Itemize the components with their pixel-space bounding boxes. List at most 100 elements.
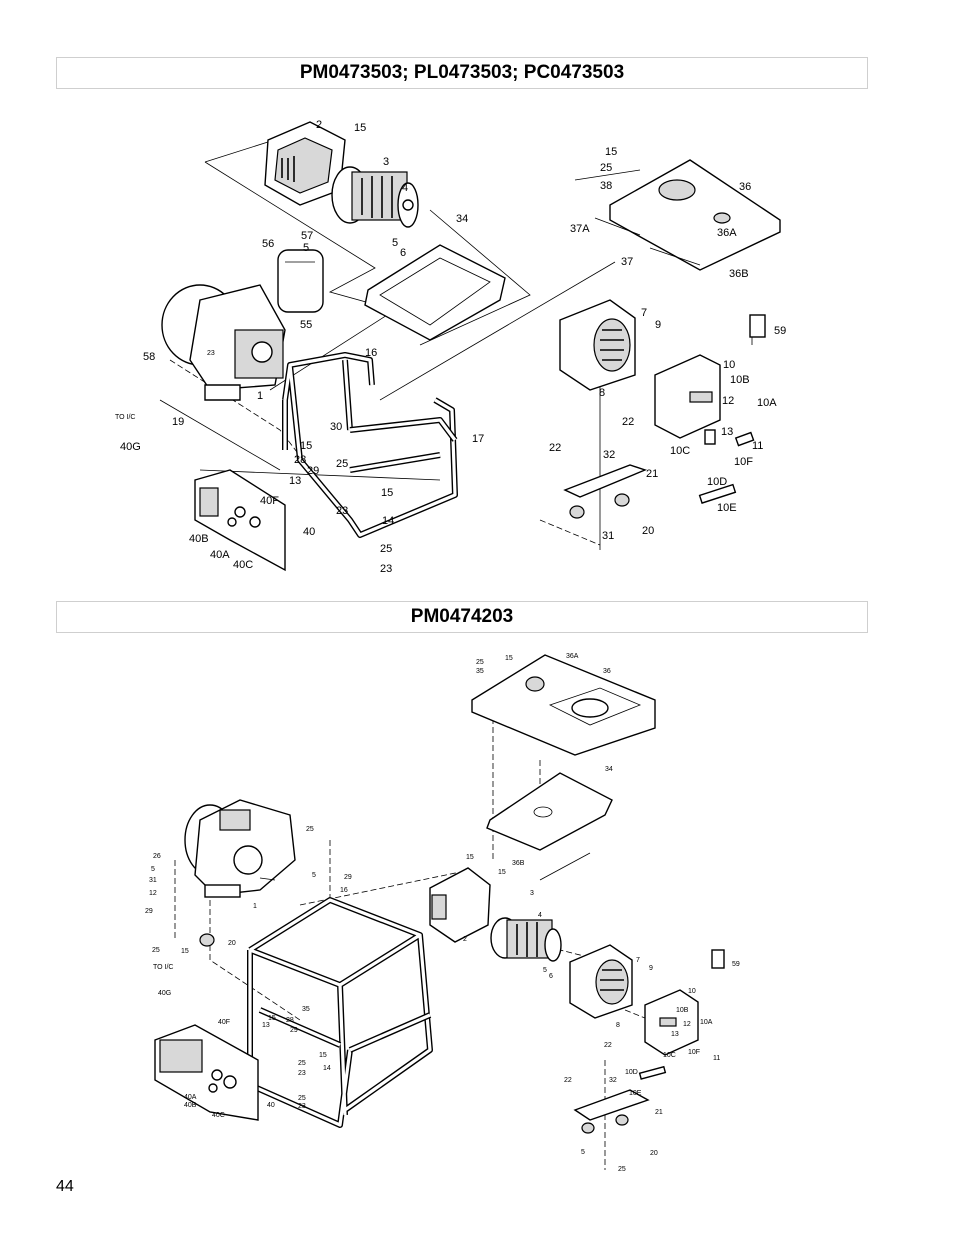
part-label: 23 [380,563,392,575]
part-label: 11 [752,440,763,452]
part-label: 1 [257,390,263,402]
part-labels-1: 2 15 3 4 5 6 34 57 56 5 55 58 23 1 16 19… [115,119,786,575]
stator-housing-part-7 [569,944,633,1019]
part-label: 59 [774,325,786,337]
part-label: 35 [476,668,484,675]
part-label: 15 [605,146,617,158]
part-label: 31 [149,877,157,884]
part-label: 34 [605,766,613,773]
part-label: 32 [609,1077,617,1084]
part-label: 32 [603,449,615,461]
part-label: 55 [300,319,312,331]
part-label: 31 [602,530,614,542]
control-panel-part-40 [194,469,286,572]
frame-part-16 [247,897,433,1128]
part-label: 21 [646,468,658,480]
part-label: 20 [650,1150,658,1157]
part-label: 30 [330,421,342,433]
part-label: 29 [344,874,352,881]
part-label: 40B [189,533,209,545]
part-label: 6 [400,247,406,259]
part-label: 38 [600,180,612,192]
part-label: 15 [466,854,474,861]
part-label: 10 [688,988,696,995]
part-label: 10C [670,445,690,457]
fan-housing-part-2 [264,121,346,206]
part-label: 15 [381,487,393,499]
part-label: 28 [294,454,306,466]
part-label: 5 [581,1149,585,1156]
part-label: 29 [290,1027,298,1034]
part-label: 40F [218,1019,230,1026]
part-label: 10A [757,397,777,409]
part-label: TO I/C [153,964,173,971]
part-label: 23 [336,505,348,517]
part-label: 26 [153,853,161,860]
part-label: 15 [319,1052,327,1059]
part-label: 36 [603,668,611,675]
part-label: 37A [570,223,590,235]
part-label: 15 [354,122,366,134]
part-label: 34 [456,213,468,225]
part-label: 37 [621,256,633,268]
part-label: 5 [151,866,155,873]
part-labels-2: 25 35 15 36A 36 34 25 26 5 31 12 29 5 29… [145,653,740,1173]
part-label: 2 [316,119,322,131]
part-label: 7 [641,307,647,319]
part-label: 5 [392,237,398,249]
part-label: 25 [380,543,392,555]
tank-bracket-part-34 [486,772,613,851]
part-label: 3 [383,156,389,168]
part-label: 40G [158,990,171,997]
part-label: 10 [723,359,735,371]
part-label: 28 [286,1017,294,1024]
part-label: 7 [636,957,640,964]
part-label: 15 [181,948,189,955]
page-number: 44 [56,1178,74,1195]
part-label: 40G [120,441,141,453]
part-label: 20 [642,525,654,537]
part-label: 14 [382,515,394,527]
part-label: 29 [145,908,153,915]
part-label: 36B [729,268,749,280]
fan-housing-part-2 [429,867,491,943]
part-label: 9 [655,319,661,331]
part-label: 13 [289,475,301,487]
part-label: 20 [228,940,236,947]
part-label: 10C [663,1052,676,1059]
part-label: 35 [302,1006,310,1013]
part-label: 1 [253,903,257,910]
part-label: 25 [298,1060,306,1067]
tank-bracket-part-34 [364,244,506,341]
part-label: TO I/C [115,414,135,421]
base-plate-part-21 [573,1065,667,1134]
part-label: 40C [233,559,253,571]
engine-part-1 [184,799,296,898]
part-label: 8 [599,387,605,399]
rotor-part-4 [331,166,419,228]
part-label: 10B [730,374,750,386]
diagram-title-top: PM0473503; PL0473503; PC0473503 [56,57,868,89]
part-label: 13 [262,1022,270,1029]
engine-part-1 [161,284,286,401]
part-label: 22 [604,1042,612,1049]
part-label: 8 [616,1022,620,1029]
part-label: 56 [262,238,274,250]
part-label: 58 [143,351,155,363]
part-label: 11 [713,1055,720,1062]
part-label: 4 [402,182,408,194]
top-cover-part-36 [471,654,656,756]
part-label: 25 [618,1166,626,1173]
part-label: 9 [649,965,653,972]
part-label: 10E [629,1090,642,1097]
part-label: 15 [505,655,513,662]
part-label: 14 [323,1065,331,1072]
part-label: 25 [336,458,348,470]
part-label: 10D [707,476,727,488]
part-label: 40 [267,1102,275,1109]
base-plate-part-21 [563,429,755,519]
part-label: 23 [298,1070,306,1077]
exploded-view-diagram-1: 2 15 3 4 5 6 34 57 56 5 55 58 23 1 16 19… [115,119,786,575]
part-label: 12 [683,1021,691,1028]
part-label: 5 [543,967,547,974]
